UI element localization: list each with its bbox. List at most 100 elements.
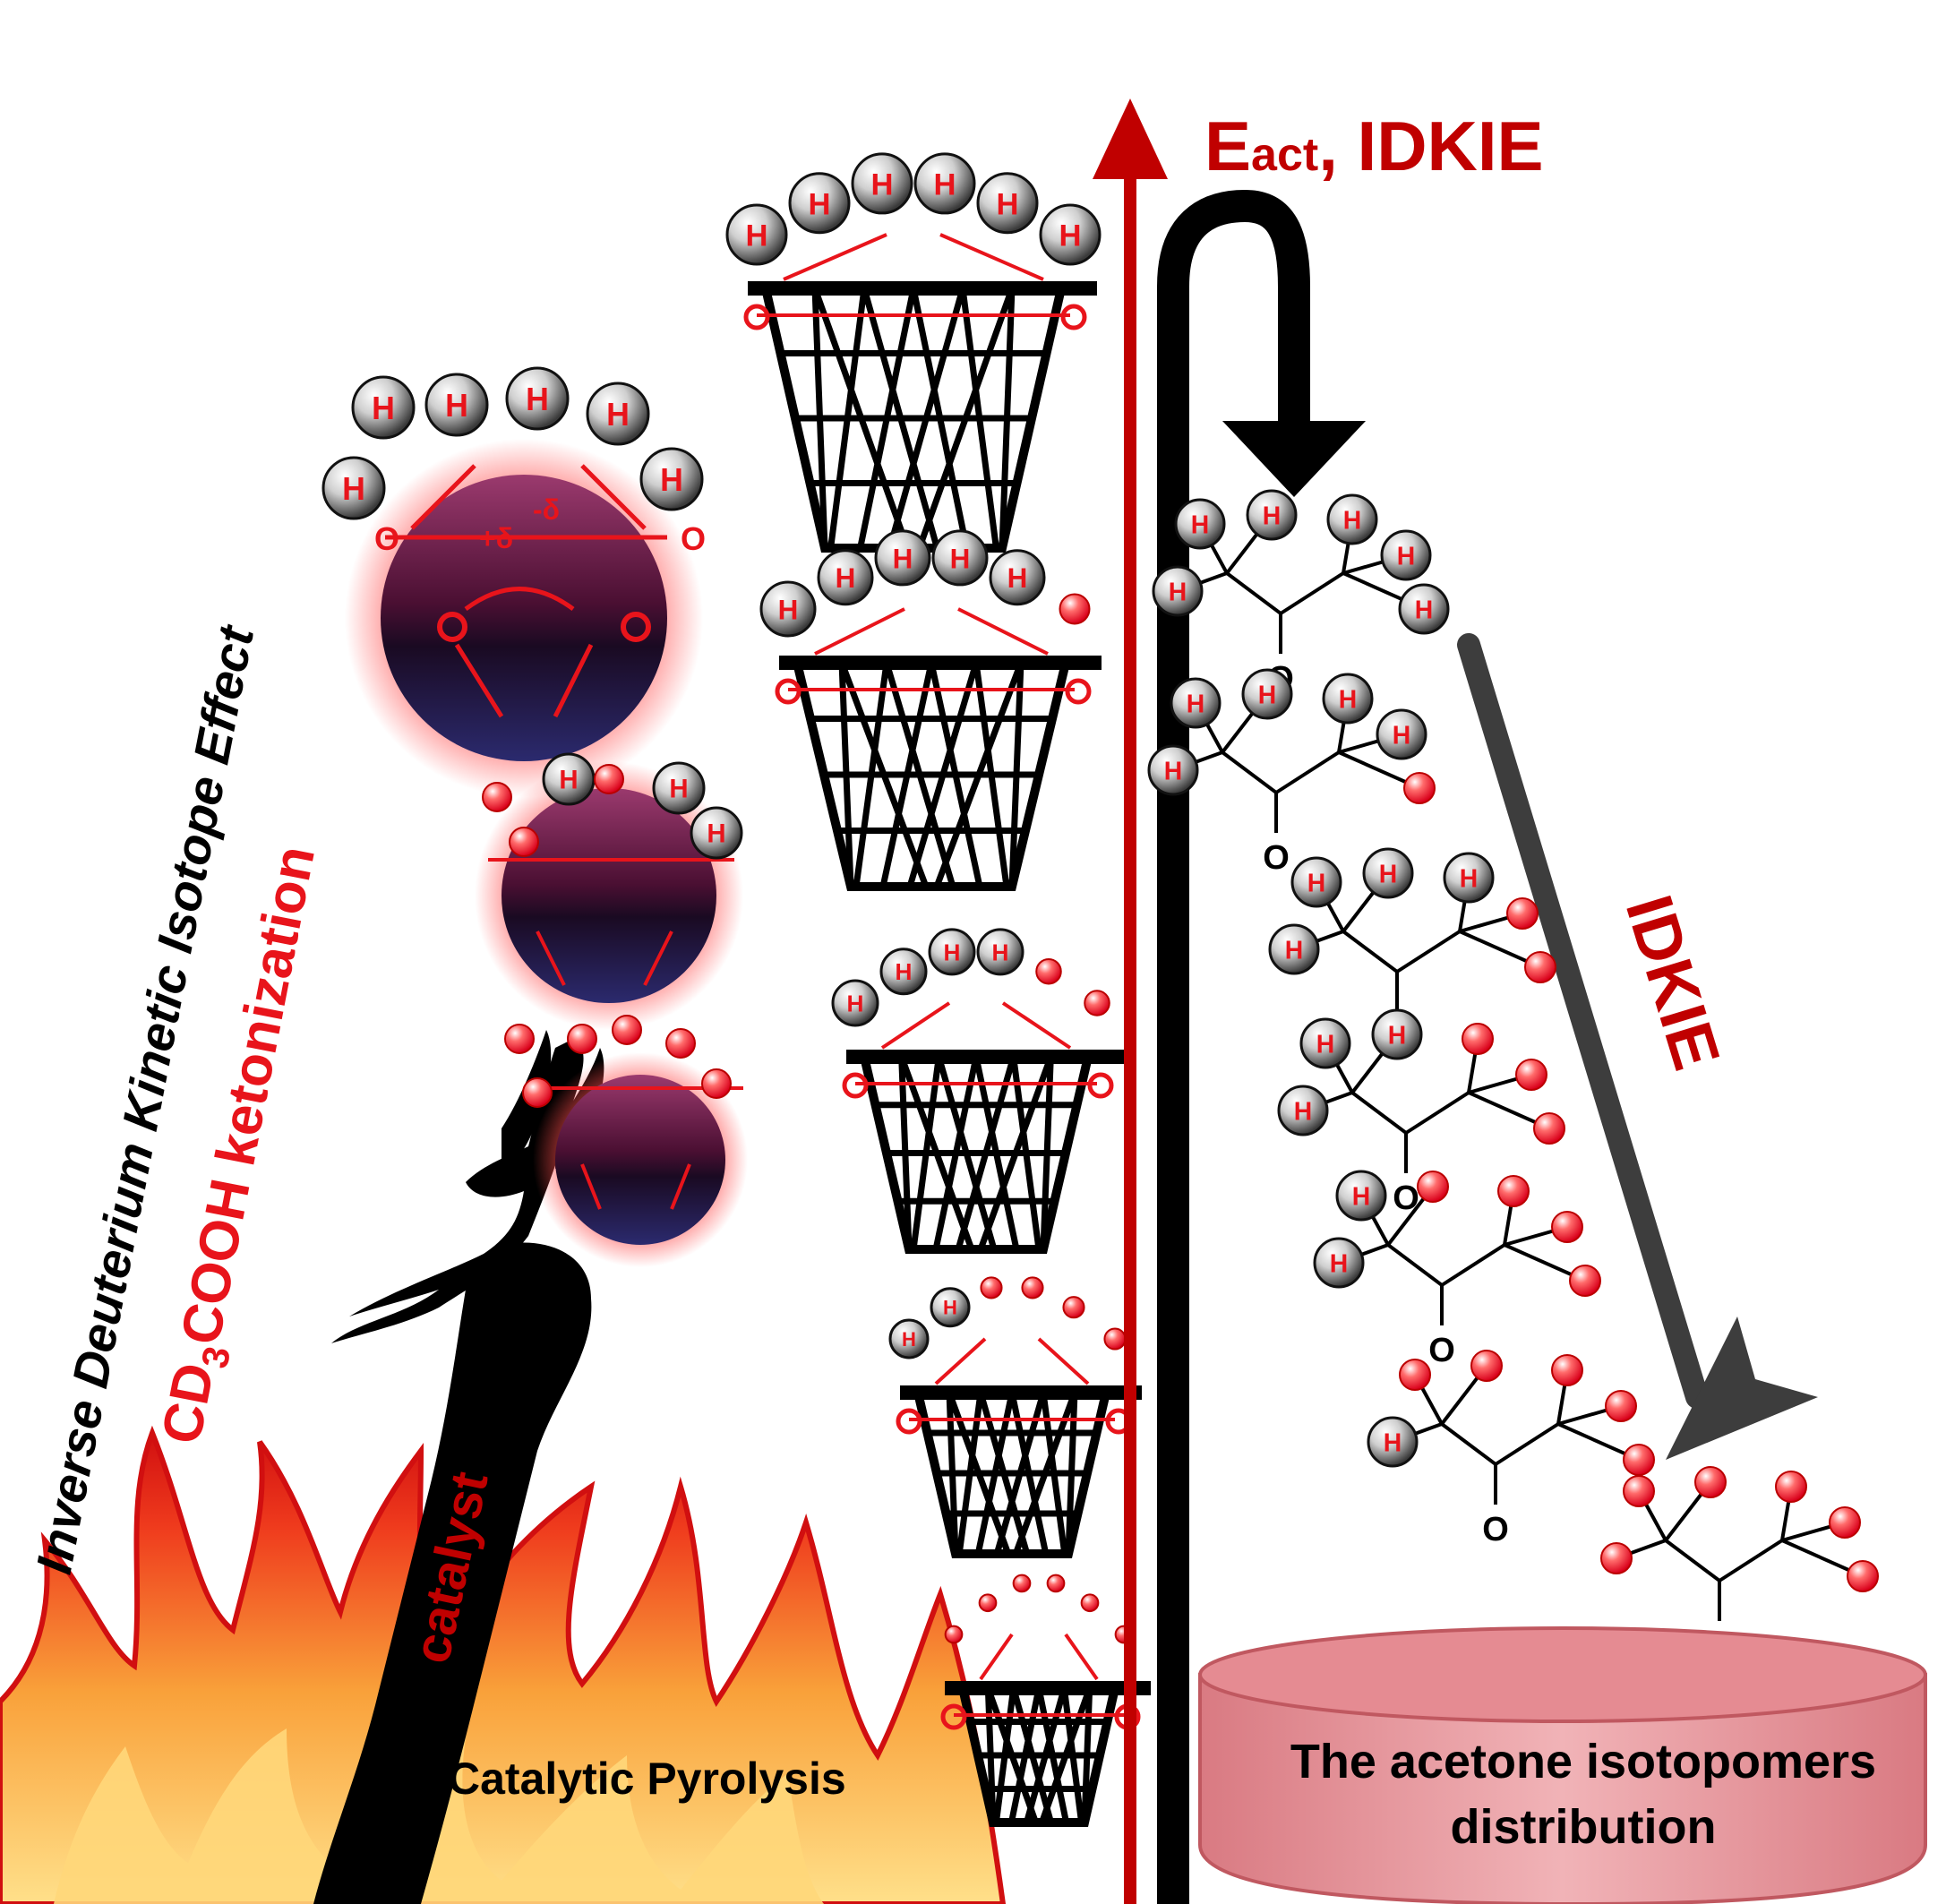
sphere-medium-hydrogen: H (690, 806, 743, 860)
eact-subscript: act (1251, 129, 1318, 181)
hydrogen-atom (505, 366, 570, 431)
hydrogen-atom (976, 928, 1024, 976)
acetone-hydrogen: H (1371, 1008, 1423, 1060)
acetone-oxygen: O (1428, 1332, 1455, 1369)
sphere-small-deuterium (701, 1068, 732, 1099)
hoop-rim (748, 281, 1097, 296)
hoop-hydrogen: H (928, 928, 976, 976)
idkie-arrow-line (1457, 633, 1709, 1409)
hydrogen-atom-label: H (342, 471, 365, 507)
hydrogen-atom-label: H (1263, 502, 1281, 530)
hoop-oxygen-left (940, 1703, 967, 1730)
hydrogen-atom (1246, 489, 1298, 541)
hoop-molecule-bonds (909, 1337, 1115, 1421)
hydrogen-atom (1362, 847, 1414, 899)
hydrogen-atom (1376, 708, 1427, 760)
acetone-deuterium (1551, 1354, 1583, 1386)
hydrogen-atom-label: H (745, 219, 767, 253)
hoop-deuterium (978, 1593, 998, 1613)
hoop-oxygen-left (842, 1072, 869, 1099)
hydrogen-atom-label: H (1187, 690, 1204, 718)
cylinder-label-line2: distribution (1451, 1800, 1717, 1854)
acetone-isotopomers: OHHHHHHOHHHHHOHHHHOHHHOHHOHO (1147, 489, 1879, 1665)
hoop-deuterium (1084, 990, 1110, 1016)
hydrogen-atom-label: H (943, 1297, 957, 1319)
hydrogen-atom (321, 456, 386, 520)
acetone-deuterium (1403, 772, 1436, 804)
acetone-hydrogen: H (1322, 673, 1374, 725)
basketball-hoop: HH (888, 1276, 1142, 1558)
acetone-hydrogen: H (1326, 493, 1378, 545)
acetone-deuterium (1470, 1350, 1503, 1382)
catalyst-athlete-silhouette: catalyst (313, 1030, 604, 1904)
hoop-hydrogen: H (1039, 203, 1102, 266)
hoop-deuterium (1021, 1276, 1044, 1299)
eact-rest: , IDKIE (1318, 107, 1543, 185)
hydrogen-atom-label: H (1352, 1182, 1370, 1211)
sphere-large-hydrogen: H (586, 382, 650, 446)
hoop-molecule-bonds (855, 1001, 1097, 1085)
sphere-large-hydrogen: H (639, 447, 704, 511)
hydrogen-atom-label: H (1393, 721, 1410, 750)
hydrogen-atom-label: H (933, 167, 956, 202)
hydrogen-atom (1170, 677, 1222, 729)
hydrogen-atom-label: H (870, 167, 893, 202)
hoop-deuterium (1103, 1327, 1127, 1351)
sphere-large-delta-plus: +δ (479, 522, 513, 554)
sphere-large (381, 475, 667, 761)
hydrogen-atom-label: H (669, 775, 688, 804)
hydrogen-atom-label: H (1007, 562, 1028, 594)
hoop-hydrogen: H (851, 152, 913, 215)
hoop-hydrogen: H (874, 529, 931, 587)
acetone-skeleton (1440, 1422, 1560, 1505)
sphere-small-deuterium (522, 1077, 553, 1108)
acetone-hydrogen: H (1376, 708, 1427, 760)
hydrogen-atom (931, 529, 989, 587)
acetone-hydrogen: H (1362, 847, 1414, 899)
acetone-deuterium (1515, 1059, 1547, 1091)
hydrogen-atom (1039, 203, 1102, 266)
hoop-molecule-bonds (757, 233, 1070, 317)
hydrogen-atom (989, 549, 1046, 606)
hydrogen-atom-label: H (372, 390, 395, 426)
sphere-small-deuterium (612, 1015, 642, 1045)
acetone-deuterium (1775, 1471, 1807, 1503)
sphere-medium-deuterium (594, 764, 624, 794)
hoop-net-mesh (875, 1055, 1077, 1251)
acetone-hydrogen: H (1335, 1170, 1387, 1222)
acetone-hydrogen: H (1147, 744, 1199, 796)
hydrogen-atom-label: H (896, 958, 913, 985)
hoop-hydrogen: H (725, 203, 788, 266)
acetone-deuterium (1600, 1542, 1633, 1574)
athlete-torso (313, 1242, 592, 1904)
hydrogen-atom (1322, 673, 1374, 725)
acetone-hydrogen: H (1170, 677, 1222, 729)
hoop-rim (779, 656, 1102, 670)
hydrogen-atom-label: H (1415, 596, 1433, 624)
hydrogen-atom (788, 172, 851, 235)
acetone-deuterium (1694, 1466, 1727, 1498)
hydrogen-atom (690, 806, 743, 860)
hydrogen-atom-label: H (1330, 1249, 1348, 1278)
hydrogen-atom-label: H (992, 939, 1009, 965)
hoop-hydrogen: H (831, 979, 879, 1027)
hoop-hydrogen: H (931, 529, 989, 587)
hoop-hydrogen: H (989, 549, 1046, 606)
hydrogen-atom (351, 375, 416, 440)
hydrogen-atom (851, 152, 913, 215)
hydrogen-atom-label: H (1164, 757, 1182, 785)
hydrogen-atom-label: H (1460, 864, 1478, 893)
acetone-hydrogen: H (1277, 1085, 1329, 1136)
acetone-deuterium (1569, 1265, 1601, 1297)
acetone-isotopomer: OH (1367, 1350, 1655, 1548)
sphere-large-oxygen-end-left: O (374, 520, 399, 557)
hoop-hydrogen: H (913, 152, 976, 215)
sphere-medium (502, 788, 716, 1003)
hoop-oxygen-right (1065, 678, 1092, 705)
acetone-oxygen: O (1263, 839, 1290, 877)
acetone-deuterium (1551, 1211, 1583, 1243)
hydrogen-atom (976, 172, 1039, 235)
